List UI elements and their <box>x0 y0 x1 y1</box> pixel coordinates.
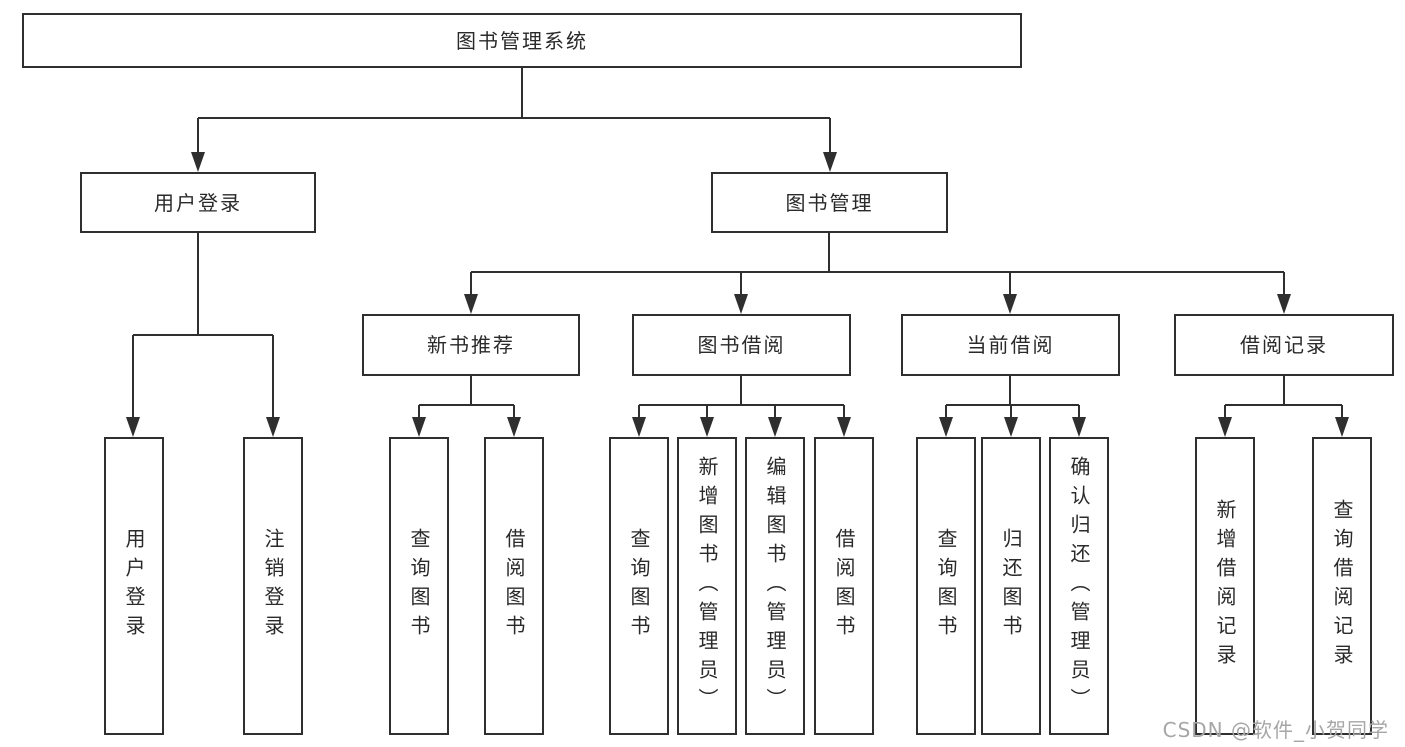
leaf-logout: 注销登录 <box>243 437 303 735</box>
edge-currentborrow-to-leaves <box>945 376 1080 420</box>
leaf-current-query-books: 查询图书 <box>916 437 976 735</box>
edge-bookborrow-to-leaves <box>638 376 845 420</box>
leaf-current-confirm-return-admin: 确认归还（管理员） <box>1049 437 1109 735</box>
leaf-borrow-borrow-books: 借阅图书 <box>814 437 874 735</box>
node-book-borrow: 图书借阅 <box>632 314 851 376</box>
edge-borrowrecords-to-leaves <box>1224 376 1343 420</box>
edge-bookmgmt-to-level3 <box>470 233 1285 297</box>
leaf-records-add-record: 新增借阅记录 <box>1195 437 1255 735</box>
edge-newbookrec-to-leaves <box>418 376 515 420</box>
edge-userlogin-to-leaves <box>132 233 274 420</box>
leaf-user-login: 用户登录 <box>104 437 164 735</box>
edge-root-to-level2 <box>197 68 831 155</box>
arrowhead-icons <box>126 152 1349 437</box>
leaf-borrow-add-books-admin: 新增图书（管理员） <box>677 437 737 735</box>
leaf-borrow-query-books: 查询图书 <box>609 437 669 735</box>
leaf-recommend-borrow-books: 借阅图书 <box>484 437 544 735</box>
node-user-login: 用户登录 <box>80 172 316 233</box>
node-new-book-recommend: 新书推荐 <box>362 314 580 376</box>
node-borrow-records: 借阅记录 <box>1174 314 1394 376</box>
leaf-borrow-edit-books-admin: 编辑图书（管理员） <box>745 437 805 735</box>
leaf-current-return-books: 归还图书 <box>981 437 1041 735</box>
leaf-recommend-query-books: 查询图书 <box>389 437 449 735</box>
node-book-management: 图书管理 <box>711 172 948 233</box>
leaf-records-query-record: 查询借阅记录 <box>1312 437 1372 735</box>
node-root: 图书管理系统 <box>22 13 1022 68</box>
tree-edges <box>132 68 1343 420</box>
node-current-borrow: 当前借阅 <box>901 314 1120 376</box>
